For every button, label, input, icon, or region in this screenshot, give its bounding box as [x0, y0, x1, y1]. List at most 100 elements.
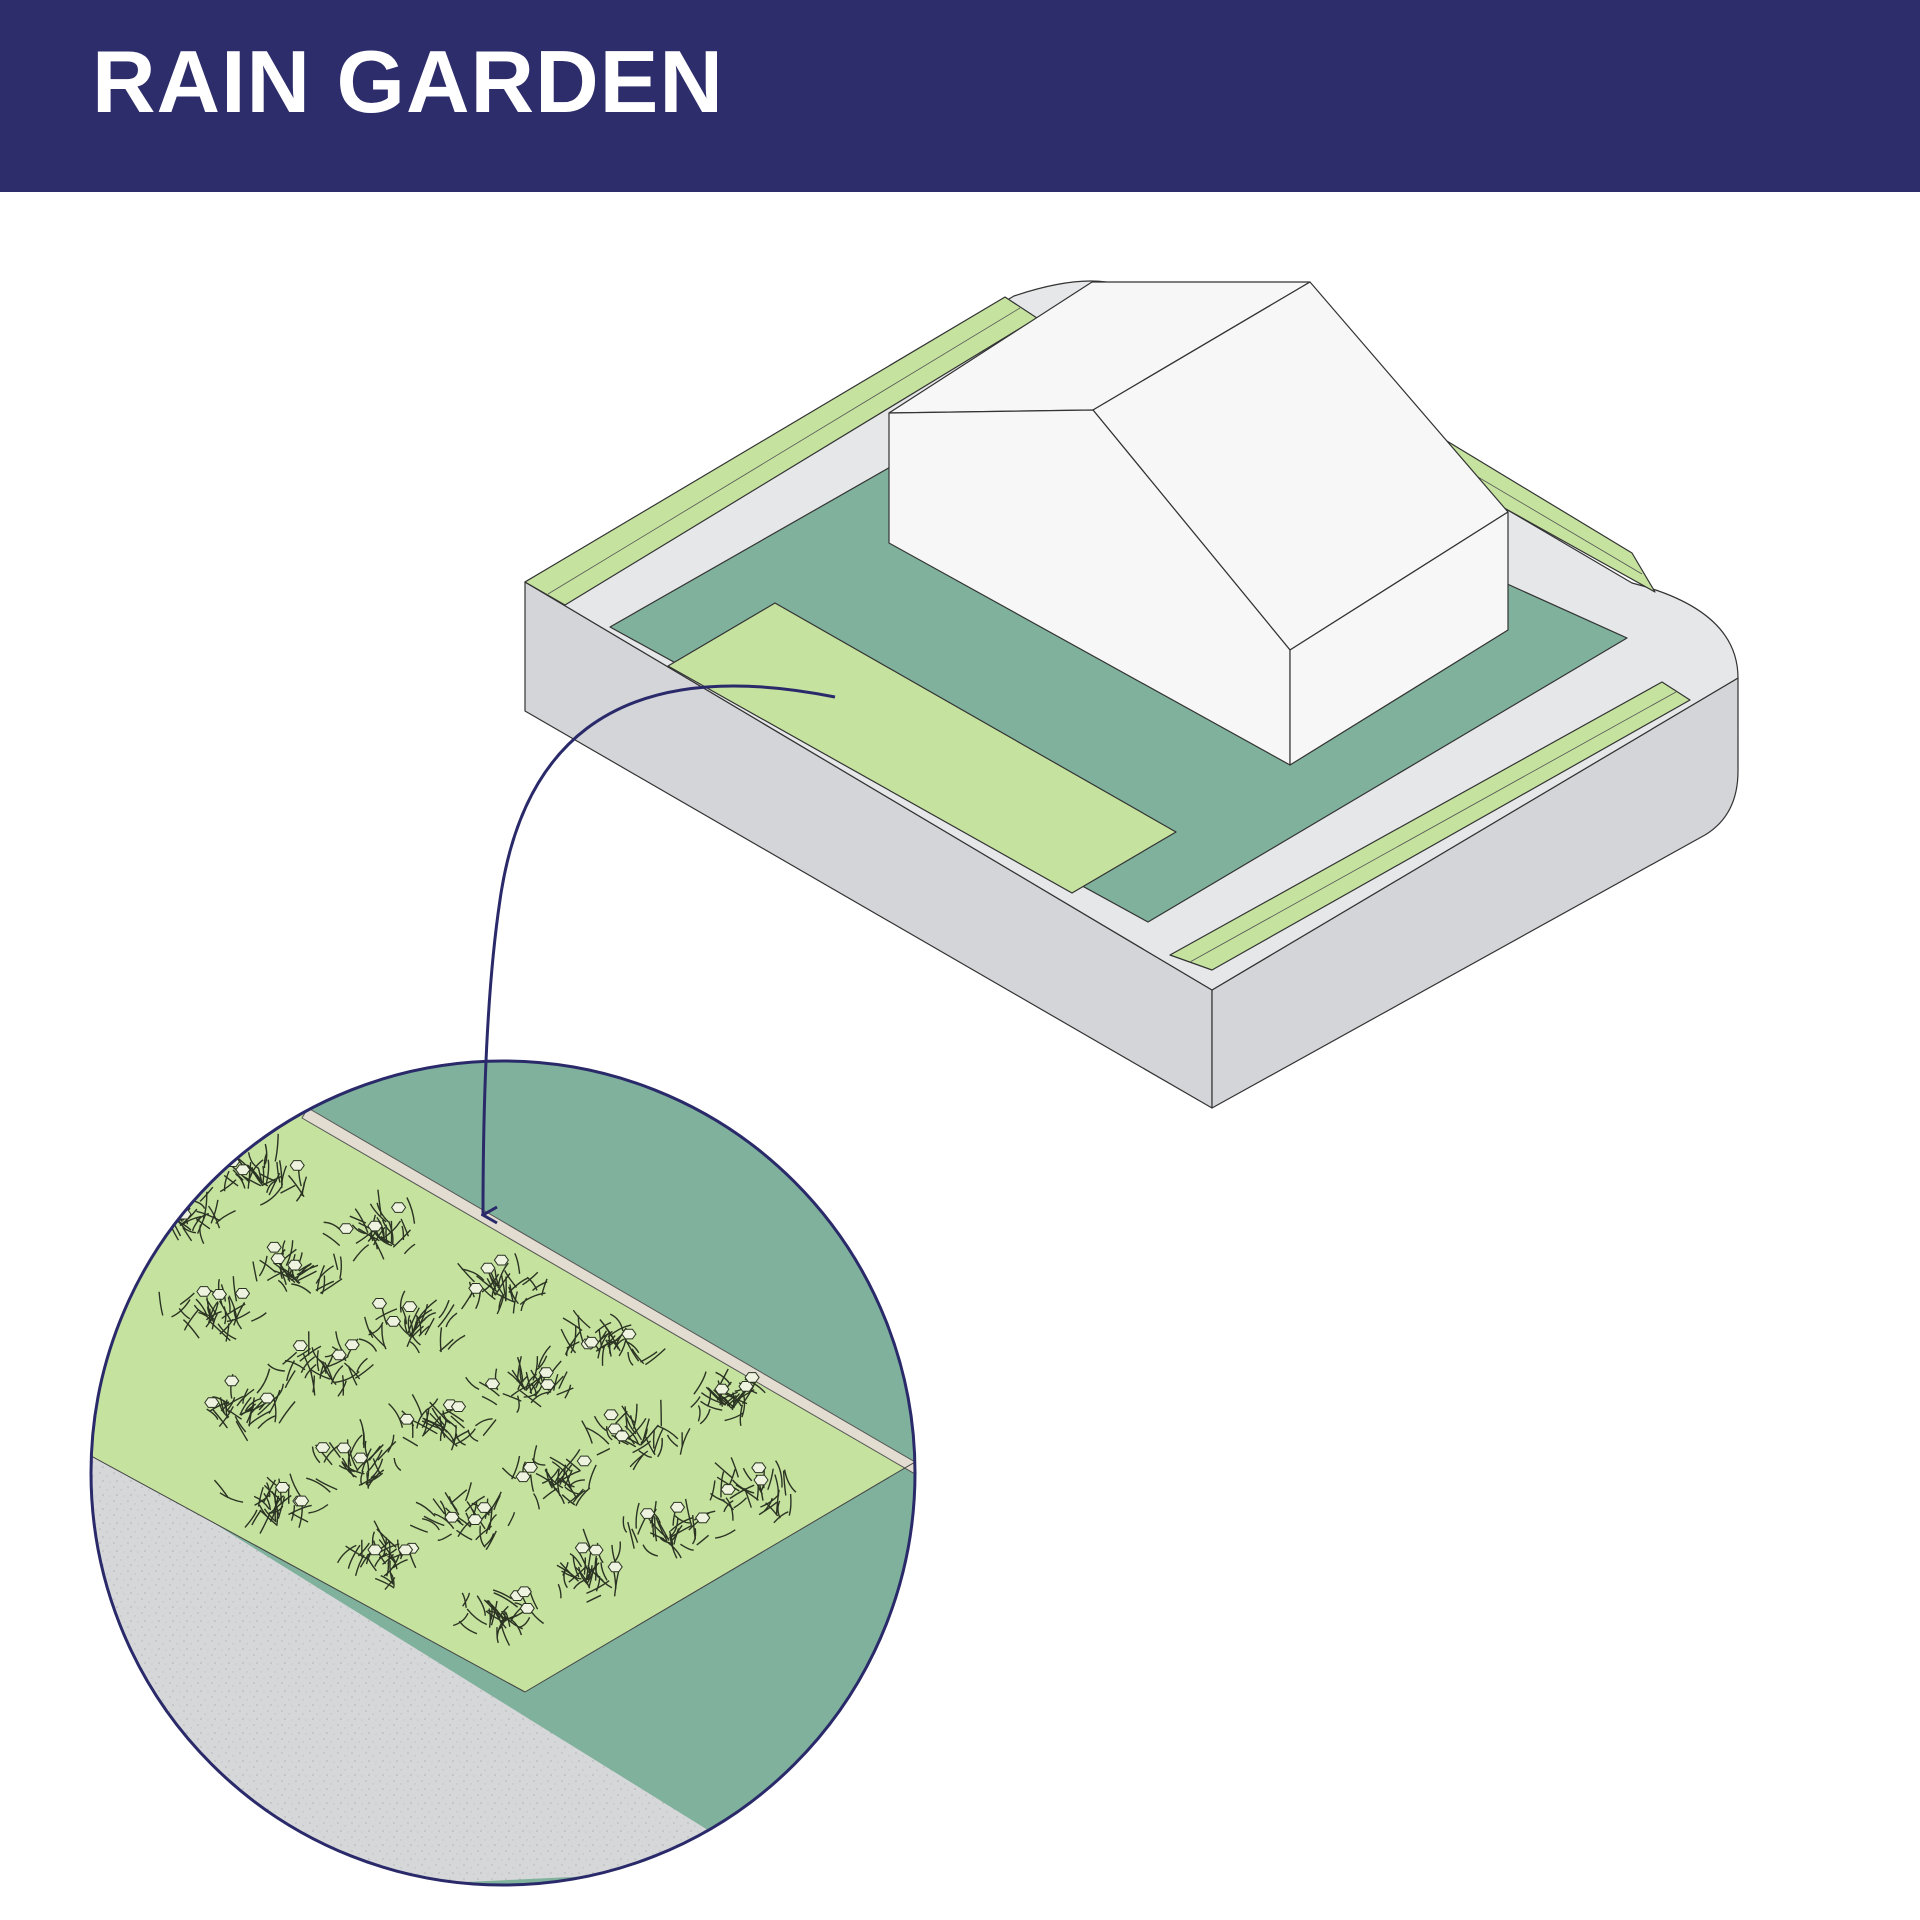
plant-leaf: [258, 1255, 268, 1277]
plant-leaf: [374, 1552, 388, 1567]
plant-flower: [397, 1544, 414, 1556]
plant-leaf: [605, 1327, 621, 1352]
plant-leaf: [530, 1391, 552, 1404]
plant-flower: [336, 1442, 352, 1454]
plant-leaf: [526, 1276, 538, 1291]
plant-leaf: [310, 1369, 331, 1380]
plant-flower: [162, 1200, 178, 1211]
plant-leaf: [182, 1319, 200, 1339]
plant-leaf: [519, 1617, 531, 1628]
plant-leaf: [613, 1570, 620, 1597]
plant-cluster: [158, 1276, 267, 1342]
plant-leaf: [493, 1592, 519, 1608]
plant-leaf: [484, 1533, 495, 1547]
plant-leaf: [274, 1133, 279, 1162]
plant-leaf: [692, 1514, 696, 1540]
plant-leaf: [373, 1520, 387, 1545]
plant-flower: [476, 1502, 492, 1513]
plant-leaf: [690, 1396, 701, 1408]
plant-leaf: [383, 1537, 388, 1556]
plant-leaf: [233, 1308, 243, 1330]
plant-leaf: [517, 1375, 528, 1390]
plant-leaf: [699, 1408, 711, 1425]
plant-leaf: [693, 1371, 707, 1395]
plant-flower: [603, 1409, 619, 1421]
plant-leaf: [263, 1479, 277, 1503]
plant-leaf: [251, 1509, 262, 1526]
plant-leaf: [572, 1309, 591, 1329]
plant-cluster: [452, 1586, 544, 1646]
plant-cluster: [267, 1331, 374, 1397]
zoom-rain-garden-bed: [91, 1108, 915, 1692]
plant-leaf: [739, 1404, 743, 1426]
house-side-wall: [1289, 511, 1509, 766]
plant-leaf: [535, 1355, 548, 1372]
plant-leaf: [465, 1376, 480, 1391]
plant-leaf: [586, 1594, 602, 1603]
plant-leaf: [260, 1186, 282, 1206]
plant-leaf: [488, 1491, 502, 1513]
plant-leaf: [566, 1341, 574, 1357]
plant-leaf: [183, 1309, 199, 1331]
plant-leaf: [211, 1313, 218, 1330]
plant-leaf: [574, 1566, 591, 1589]
plant-leaf: [720, 1471, 725, 1498]
plant-leaf: [352, 1244, 370, 1262]
plant-leaf: [253, 1495, 270, 1510]
plant-leaf: [248, 1159, 264, 1179]
plant-leaf: [247, 1162, 252, 1189]
page-title: RAIN GARDEN: [92, 32, 724, 131]
plant-leaf: [452, 1612, 469, 1627]
plant-leaf: [713, 1389, 723, 1405]
plant-leaf: [171, 1299, 191, 1318]
plant-leaf: [767, 1468, 774, 1490]
plant-leaf: [218, 1403, 230, 1418]
plant-leaf: [700, 1400, 723, 1411]
plant-leaf: [558, 1371, 568, 1389]
plant-leaf: [670, 1517, 693, 1532]
plant-leaf: [375, 1233, 393, 1247]
plant-leaf: [512, 1291, 518, 1314]
plant-leaf: [242, 1388, 249, 1404]
plant-leaf: [278, 1401, 296, 1424]
plant-leaf: [306, 1477, 331, 1493]
plant-leaf: [566, 1341, 580, 1349]
plant-leaf: [235, 1173, 246, 1189]
plant-leaf: [323, 1355, 349, 1369]
plant-leaf: [364, 1440, 368, 1457]
zoom-callout: [89, 1059, 917, 1887]
plant-leaf: [381, 1324, 387, 1350]
plant-leaf: [328, 1441, 341, 1459]
plant-leaf: [288, 1504, 312, 1516]
plant-flower: [266, 1241, 282, 1253]
plant-leaf: [652, 1523, 655, 1538]
plant-leaf: [158, 1291, 164, 1316]
plant-leaf: [386, 1562, 390, 1577]
plant-leaf: [715, 1529, 736, 1539]
plant-leaf: [368, 1445, 381, 1461]
plant-cluster: [457, 1253, 548, 1315]
plant-leaf: [333, 1370, 360, 1384]
plant-leaf: [492, 1589, 512, 1600]
plant-leaf: [392, 1229, 412, 1248]
plant-leaf: [635, 1502, 640, 1529]
plant-leaf: [461, 1592, 467, 1608]
plant-leaf: [403, 1243, 416, 1255]
plant-leaf: [377, 1440, 397, 1461]
plant-leaf: [651, 1508, 657, 1528]
house-icon: [888, 281, 1509, 766]
plant-leaf: [315, 1478, 338, 1491]
plant-leaf: [516, 1356, 524, 1383]
plant-leaf: [541, 1468, 560, 1484]
plant-flower: [695, 1512, 711, 1524]
plant-leaf: [182, 1227, 193, 1242]
plant-leaf: [226, 1311, 251, 1323]
plant-leaf: [450, 1425, 457, 1451]
plant-leaf: [218, 1300, 233, 1323]
plant-leaf: [178, 1308, 191, 1320]
plant-leaf: [705, 1386, 726, 1406]
plant-leaf: [504, 1270, 518, 1288]
plant-leaf: [479, 1525, 486, 1548]
plant-leaf: [378, 1539, 396, 1563]
plant-leaf: [588, 1568, 595, 1588]
